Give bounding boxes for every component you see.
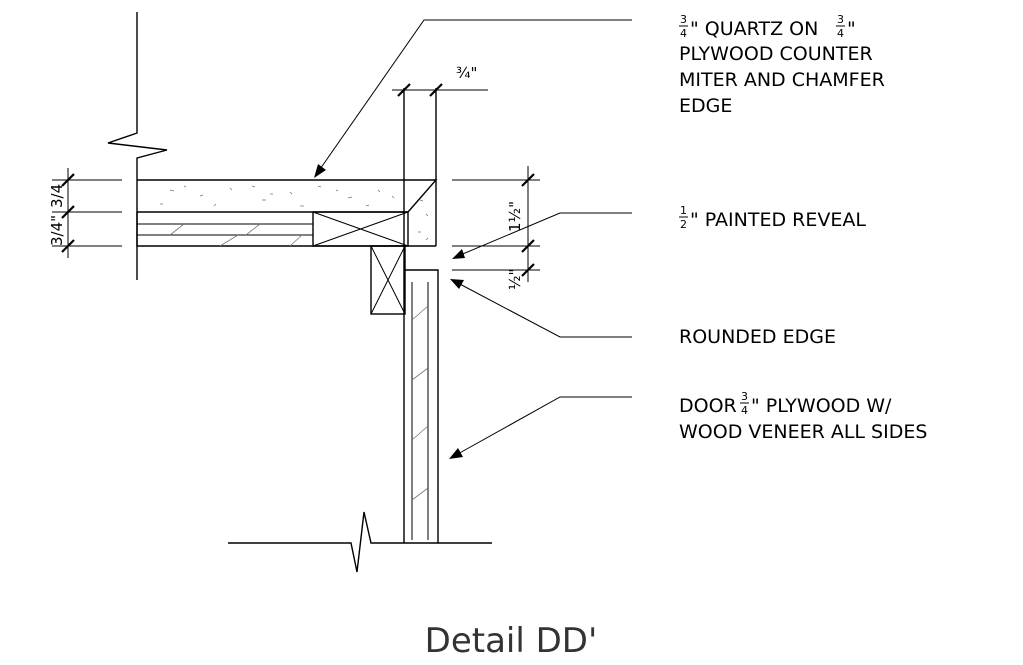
right-lower-dimension-label: ½"	[506, 269, 524, 290]
leader-reveal	[452, 212, 632, 259]
left-upper-dimension-label: 3/4	[48, 184, 66, 208]
reveal-frac-num: 1	[680, 204, 687, 217]
plywood-substrate	[136, 212, 436, 247]
leader-door	[449, 396, 632, 459]
quartz-frac-num: 3	[680, 13, 687, 26]
detail-title: Detail DD'	[425, 621, 598, 661]
quartz-frac-num-2: 3	[837, 13, 844, 26]
top-dimension: ¾"	[392, 64, 488, 97]
right-dimensions: 1½" ½"	[452, 166, 540, 290]
cabinet-blocking	[370, 245, 406, 315]
door-frac-den: 4	[741, 404, 748, 417]
reveal-frac-den: 2	[680, 218, 687, 231]
door-line2: WOOD VENEER ALL SIDES	[679, 421, 927, 443]
callout-door: DOOR 3 4 " PLYWOOD W/ WOOD VENEER ALL SI…	[679, 390, 927, 443]
quartz-frac-den: 4	[680, 27, 687, 40]
callout-reveal: 1 2 " PAINTED REVEAL	[679, 204, 866, 231]
leader-rounded	[450, 279, 632, 338]
right-upper-dimension-label: 1½"	[506, 201, 524, 232]
floor-break-line	[228, 511, 492, 573]
callout-rounded: ROUNDED EDGE	[679, 326, 836, 348]
door-prefix: DOOR	[679, 395, 743, 417]
quartz-line4: EDGE	[679, 95, 732, 117]
door-suffix: " PLYWOOD W/	[751, 395, 892, 417]
door-panel	[404, 269, 439, 543]
wall-break-line	[107, 12, 168, 280]
callout-quartz: 3 4 " QUARTZ ON 3 4 " PLYWOOD COUNTER MI…	[679, 13, 885, 117]
quartz-line1-end: "	[847, 18, 856, 40]
rounded-text: ROUNDED EDGE	[679, 326, 836, 348]
quartz-line1: " QUARTZ ON	[690, 18, 824, 40]
reveal-text: " PAINTED REVEAL	[690, 209, 866, 231]
quartz-frac-den-2: 4	[837, 27, 844, 40]
quartz-countertop	[137, 179, 438, 246]
quartz-line2: PLYWOOD COUNTER	[679, 43, 873, 65]
left-lower-dimension-label: 3/4"	[48, 215, 66, 246]
leader-quartz	[314, 19, 632, 178]
quartz-line3: MITER AND CHAMFER	[679, 69, 885, 91]
door-frac-num: 3	[741, 390, 748, 403]
left-dimensions: 3/4 3/4"	[48, 168, 122, 258]
counter-edge-blocking	[312, 211, 409, 247]
top-dimension-label: ¾"	[456, 64, 477, 82]
